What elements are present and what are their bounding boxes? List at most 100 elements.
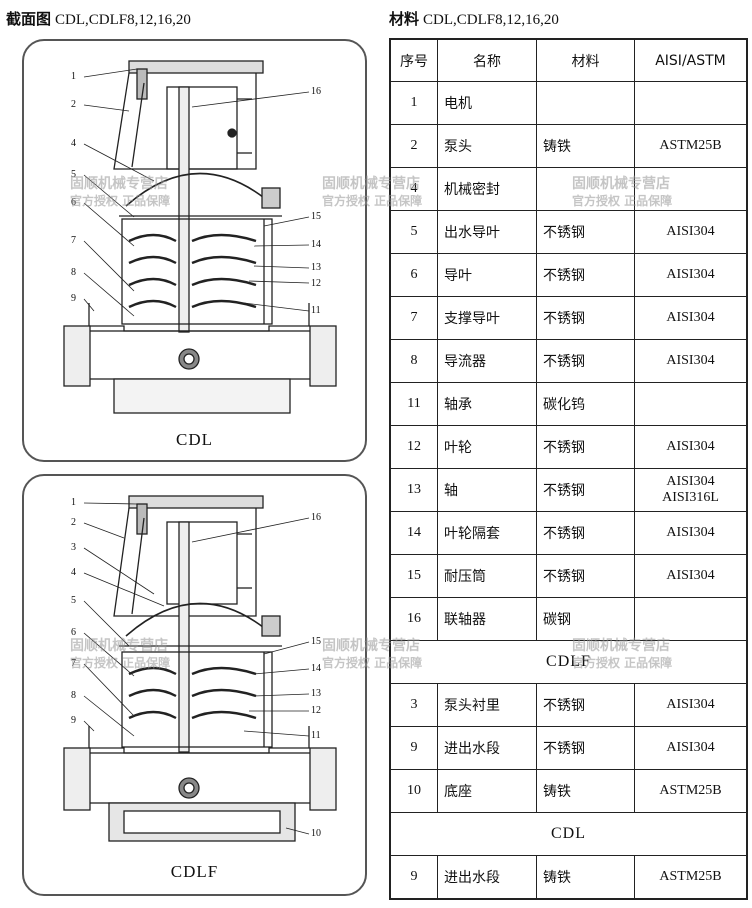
cdl-callout-right: 13 [311, 262, 321, 273]
row-name: 叶轮 [438, 426, 537, 468]
row-standard: AISI304 [666, 697, 715, 712]
row-name: 轴承 [438, 383, 537, 425]
row-name: 导流器 [438, 340, 537, 382]
right-header-title: 材料 [389, 10, 420, 28]
row-name: 耐压筒 [438, 555, 537, 597]
cdlf-callout-right: 13 [311, 688, 321, 699]
row-name: 泵头 [438, 125, 537, 167]
row-material: 不锈钢 [537, 254, 635, 296]
row-name: 导叶 [438, 254, 537, 296]
row-no: 6 [391, 254, 438, 296]
row-no: 9 [391, 727, 438, 769]
header-name: 名称 [438, 40, 537, 81]
cdl-callout-left: 1 [71, 71, 76, 82]
cdl-callout-right: 16 [311, 86, 321, 97]
row-name: 电机 [438, 82, 537, 124]
table-row: 6 导叶 不锈钢 AISI304 [391, 254, 746, 297]
row-material [537, 168, 635, 210]
cdlf-callout-right: 10 [311, 828, 321, 839]
table-row: 15 耐压筒 不锈钢 AISI304 [391, 555, 746, 598]
cdl-callout-left: 6 [71, 197, 76, 208]
cdlf-callout-left: 9 [71, 715, 76, 726]
cdl-callout-right: 15 [311, 211, 321, 222]
row-material: 不锈钢 [537, 297, 635, 339]
left-header-title: 截面图 [6, 10, 52, 28]
cdlf-callout-right: 14 [311, 663, 321, 674]
row-name: 支撑导叶 [438, 297, 537, 339]
cdlf-callout-right: 15 [311, 636, 321, 647]
table-header-row: 序号 名称 材料 AISI/ASTM [391, 40, 746, 82]
cdlf-callout-right: 11 [311, 730, 321, 741]
section-label-cdl: CDL [551, 825, 586, 842]
cdl-callout-left: 2 [71, 99, 76, 110]
row-material [537, 82, 635, 124]
cdl-callout-left: 9 [71, 293, 76, 304]
row-standard [635, 82, 746, 124]
row-material: 不锈钢 [537, 555, 635, 597]
row-standard: AISI304 [666, 224, 715, 239]
table-row: 1 电机 [391, 82, 746, 125]
cdlf-callout-left: 4 [71, 567, 76, 578]
row-name: 叶轮隔套 [438, 512, 537, 554]
table-row: 14 叶轮隔套 不锈钢 AISI304 [391, 512, 746, 555]
row-no: 12 [391, 426, 438, 468]
row-no: 11 [391, 383, 438, 425]
row-no: 9 [391, 856, 438, 898]
row-standard: AISI304 [666, 525, 715, 540]
table-row: 16 联轴器 碳钢 [391, 598, 746, 641]
row-standard: AISI304 [666, 353, 715, 368]
row-name: 出水导叶 [438, 211, 537, 253]
row-name: 轴 [438, 469, 537, 511]
table-row: 10 底座 铸铁 ASTM25B [391, 770, 746, 813]
table-row: 2 泵头 铸铁 ASTM25B [391, 125, 746, 168]
row-standard: ASTM25B [659, 138, 722, 153]
cdlf-callout-left: 6 [71, 627, 76, 638]
cdl-callout-left: 8 [71, 267, 76, 278]
cdl-callout-right: 11 [311, 305, 321, 316]
row-name: 泵头衬里 [438, 684, 537, 726]
row-name: 进出水段 [438, 727, 537, 769]
row-no: 8 [391, 340, 438, 382]
row-standard [635, 598, 746, 640]
row-material: 铸铁 [537, 770, 635, 812]
row-standard [635, 168, 746, 210]
table-row: 11 轴承 碳化钨 [391, 383, 746, 426]
cdlf-callout-left: 3 [71, 542, 76, 553]
row-no: 4 [391, 168, 438, 210]
row-standard: ASTM25B [659, 869, 722, 884]
row-material: 铸铁 [537, 856, 635, 898]
row-standard [635, 383, 746, 425]
row-material: 不锈钢 [537, 684, 635, 726]
row-standard: ASTM25B [659, 783, 722, 798]
row-standard: AISI304 [666, 568, 715, 583]
cdl-callout-right: 12 [311, 278, 321, 289]
table-row: 7 支撑导叶 不锈钢 AISI304 [391, 297, 746, 340]
section-row-cdlf: CDLF [391, 641, 746, 684]
row-no: 10 [391, 770, 438, 812]
cdl-pump-drawing: 1 2 4 5 6 7 8 9 16 15 14 13 12 11 [63, 60, 337, 414]
table-row: 8 导流器 不锈钢 AISI304 [391, 340, 746, 383]
materials-table: 序号 名称 材料 AISI/ASTM 1 电机 2 泵头 铸铁 ASTM25B … [389, 38, 748, 900]
cdlf-callout-left: 1 [71, 497, 76, 508]
row-material: 不锈钢 [537, 340, 635, 382]
row-material: 不锈钢 [537, 211, 635, 253]
right-header-models: CDL,CDLF8,12,16,20 [423, 12, 559, 28]
header-standard: AISI/ASTM [655, 52, 726, 69]
row-standard: AISI304 AISI316L [635, 469, 746, 511]
cdlf-callout-left: 2 [71, 517, 76, 528]
table-row: 5 出水导叶 不锈钢 AISI304 [391, 211, 746, 254]
cdlf-callout-left: 7 [71, 658, 76, 669]
row-no: 14 [391, 512, 438, 554]
row-no: 5 [391, 211, 438, 253]
cdl-callout-left: 7 [71, 235, 76, 246]
row-name: 机械密封 [438, 168, 537, 210]
row-standard: AISI304 [666, 740, 715, 755]
row-no: 1 [391, 82, 438, 124]
row-name: 进出水段 [438, 856, 537, 898]
cdlf-callout-left: 5 [71, 595, 76, 606]
section-label-cdlf: CDLF [546, 653, 591, 670]
table-row: 3 泵头衬里 不锈钢 AISI304 [391, 684, 746, 727]
left-header-models: CDL,CDLF8,12,16,20 [55, 12, 191, 28]
